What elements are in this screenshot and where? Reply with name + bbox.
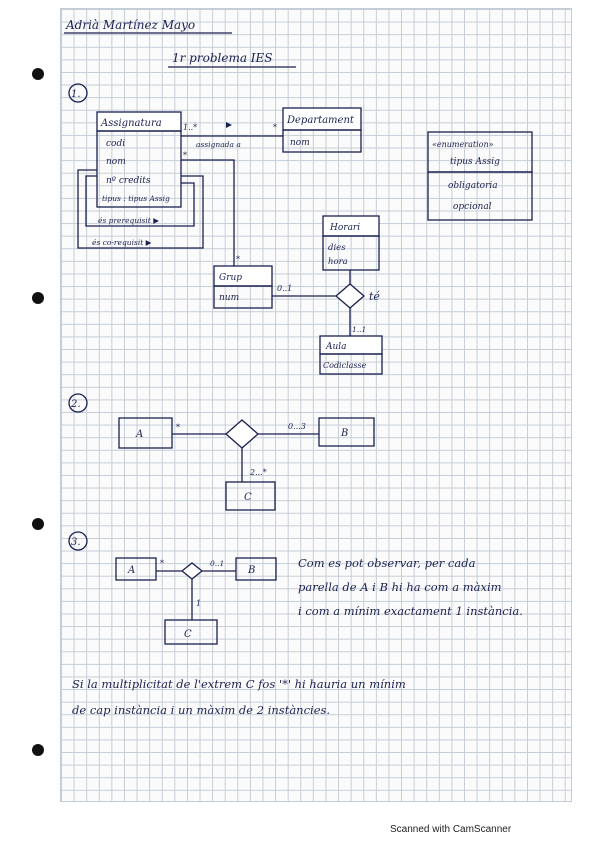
departament-class-name: Departament (286, 115, 355, 126)
assignatura-class-name: Assignatura (100, 118, 162, 129)
section-number: 2. (70, 399, 81, 410)
prerequisit-label: és prerequisit ▶ (98, 216, 159, 225)
section-number: 1. (71, 89, 81, 100)
horari-class-name: Horari (329, 223, 360, 233)
assignatura-class-body (96, 130, 182, 208)
horari-attr: hora (328, 257, 348, 267)
multiplicity-label: * (176, 423, 180, 432)
page-title: 1r problema IES (172, 51, 273, 65)
multiplicity-label: 1..* (183, 123, 197, 132)
multiplicity-label: 0..1 (277, 284, 292, 293)
te-label: té (369, 290, 380, 303)
binder-hole (32, 744, 44, 756)
class-b-label: B (247, 565, 255, 576)
grup-class-name: Grup (219, 273, 242, 283)
corequisit-label: és co-requisit ▶ (92, 238, 152, 247)
section-number-circle (68, 83, 88, 103)
aula-class-name: Aula (325, 342, 347, 352)
conclusion-line: de cap instància i un màxim de 2 instànc… (72, 703, 331, 717)
departament-attr: nom (290, 138, 310, 148)
class-c-box (164, 619, 218, 645)
assignatura-attr: nº credits (106, 176, 151, 186)
explanation-line: i com a mínim exactament 1 instància. (298, 604, 523, 618)
scanner-watermark: Scanned with CamScanner (390, 824, 512, 835)
assignatura-attr: nom (106, 157, 126, 167)
class-c-label: C (244, 492, 252, 503)
ternary-diamond (180, 562, 204, 580)
enumeration-body (427, 171, 533, 221)
enumeration-stereotype: «enumeration» (432, 140, 494, 149)
corequisit-association (77, 169, 204, 249)
multiplicity-label: 0...3 (288, 422, 306, 431)
multiplicity-label: * (273, 123, 277, 132)
section-number-circle (68, 531, 88, 551)
multiplicity-label: * (236, 255, 240, 264)
section-number: 3. (71, 537, 81, 548)
grup-attr: num (219, 293, 239, 303)
binder-hole (32, 518, 44, 530)
ternary-diamond (225, 419, 259, 449)
grup-association (181, 159, 235, 266)
enumeration-name: tipus Assig (450, 157, 500, 167)
te-diamond (335, 283, 365, 309)
grup-class-body (213, 285, 273, 309)
enumeration-value: opcional (453, 202, 492, 212)
aula-attr: Codiclasse (323, 361, 367, 370)
binder-hole (32, 68, 44, 80)
assignada-label: assignada a (196, 140, 241, 149)
class-a-box (115, 557, 157, 581)
class-a-label: A (135, 429, 143, 440)
departament-class-body (282, 129, 362, 153)
multiplicity-label: * (183, 151, 187, 160)
prerequisit-association (85, 175, 195, 227)
enumeration-value: obligatoria (448, 181, 498, 191)
class-c-box (225, 481, 276, 511)
class-b-box (318, 417, 375, 447)
binder-hole (32, 292, 44, 304)
multiplicity-label: * (160, 559, 164, 568)
class-a-label: A (127, 565, 135, 576)
author-name: Adrià Martínez Mayo (65, 18, 195, 32)
multiplicity-label: 1 (196, 599, 201, 608)
explanation-line: Com es pot observar, per cada (298, 556, 476, 570)
class-b-box (235, 557, 277, 581)
multiplicity-label: 2...* (249, 468, 267, 477)
section-number-circle (68, 393, 88, 413)
multiplicity-label: 0..1 (210, 559, 224, 568)
horari-attr: dies (328, 243, 346, 253)
explanation-line: parella de A i B hi ha com a màxim (298, 580, 502, 594)
horari-class-body (322, 235, 380, 271)
grid-paper (60, 8, 572, 802)
assignatura-attr: codi (106, 139, 125, 149)
class-b-label: B (340, 428, 348, 439)
class-a-box (118, 417, 173, 449)
conclusion-line: Si la multiplicitat de l'extrem C fos '*… (72, 677, 406, 691)
class-c-label: C (184, 629, 192, 640)
multiplicity-label: 1..1 (352, 325, 366, 334)
assignatura-attr: tipus : tipus Assig (102, 194, 170, 203)
direction-arrow-icon (226, 122, 232, 128)
aula-class-body (319, 353, 383, 375)
